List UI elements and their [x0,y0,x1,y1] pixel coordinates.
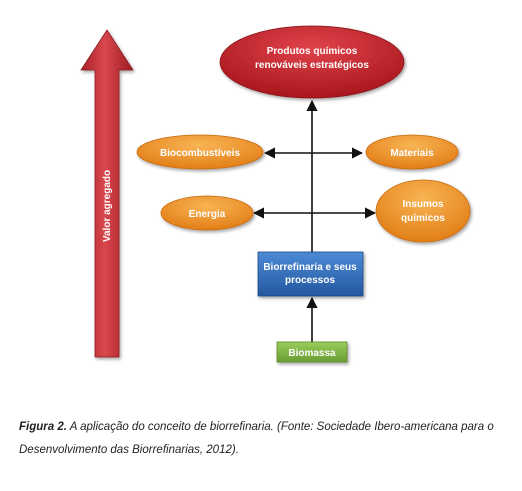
node-renewable-chemicals-line1: Produtos químicos [267,46,358,57]
node-chemical-inputs-line2: químicos [401,213,445,224]
node-biorefinery-process [257,251,364,297]
connectors [252,99,377,342]
node-chemical-inputs-line1: Insumos [402,199,444,210]
node-materials-label: Materiais [390,148,434,159]
value-added-arrow [80,29,134,358]
node-biorefinery-process-line1: Biorrefinaria e seus [263,262,357,273]
node-renewable-chemicals-line2: renováveis estratégicos [255,60,369,71]
figure-caption-label: Figura 2. [19,421,67,433]
node-biofuels [136,134,264,170]
node-materials [365,134,459,170]
value-added-label: Valor agregado [102,170,113,242]
figure-caption-text: A aplicação do conceito de biorrefinaria… [19,421,494,456]
figure-caption: Figura 2. A aplicação do conceito de bio… [19,416,514,462]
node-energy [160,195,254,231]
biorefinery-diagram: Valor agregado Produtos químicos renováv… [80,25,471,363]
node-renewable-chemicals [219,25,405,99]
node-chemical-inputs [375,179,471,243]
node-biomass-label: Biomassa [288,348,336,359]
node-biomass [276,341,348,363]
node-energy-label: Energia [189,209,226,220]
node-biorefinery-process-line2: processos [285,275,335,286]
node-biofuels-label: Biocombustíveis [160,148,240,159]
